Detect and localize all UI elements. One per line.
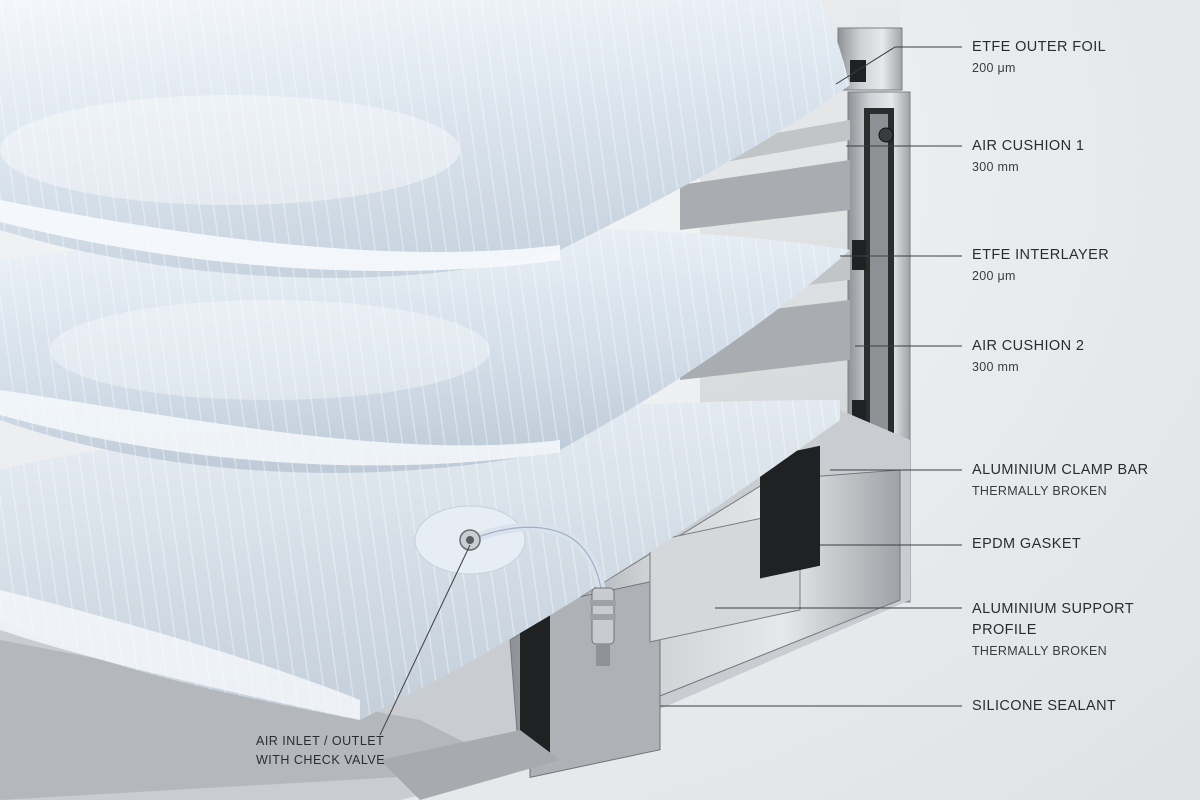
callout-epdm-gasket: EPDM GASKET [972, 534, 1081, 555]
etfe-interlayer [0, 227, 850, 473]
callout-air-inlet: AIR INLET / OUTLET WITH CHECK VALVE [256, 732, 385, 770]
leader-lines [379, 46, 962, 736]
callout-title: SILICONE SEALANT [972, 698, 1117, 714]
callout-aluminium-support-profile: ALUMINIUM SUPPORT PROFILE THERMALLY BROK… [972, 599, 1134, 661]
callout-subtitle: 300 mm [972, 160, 1019, 174]
callout-title: AIR CUSHION 1 [972, 138, 1085, 154]
callout-subtitle: 300 mm [972, 360, 1019, 374]
callout-title: ETFE INTERLAYER [972, 247, 1110, 263]
callout-title: EPDM GASKET [972, 536, 1082, 552]
callout-title: ALUMINIUM CLAMP BAR [972, 462, 1149, 478]
callout-etfe-interlayer: ETFE INTERLAYER 200 μm [972, 245, 1109, 286]
inlet-label-line-2: WITH CHECK VALVE [256, 753, 386, 767]
inlet-label-line-1: AIR INLET / OUTLET [256, 734, 385, 748]
callout-silicone-sealant: SILICONE SEALANT [972, 696, 1116, 717]
air-cushion-2 [0, 400, 840, 720]
callout-aluminium-clamp-bar: ALUMINIUM CLAMP BAR THERMALLY BROKEN [972, 460, 1149, 501]
callout-subtitle: 200 μm [972, 269, 1016, 283]
callout-air-cushion-1: AIR CUSHION 1 300 mm [972, 136, 1084, 177]
callout-title: AIR CUSHION 2 [972, 338, 1085, 354]
callout-subtitle: 200 μm [972, 61, 1016, 75]
leader-line-inlet [379, 544, 471, 736]
callout-title-line-2: PROFILE [972, 622, 1037, 638]
callout-air-cushion-2: AIR CUSHION 2 300 mm [972, 336, 1084, 377]
callout-title: ALUMINIUM SUPPORT [972, 601, 1135, 617]
callout-subtitle: THERMALLY BROKEN [972, 644, 1107, 658]
etfe-outer-foil [0, 0, 850, 278]
callout-title: ETFE OUTER FOIL [972, 39, 1107, 55]
air-inlet-valve [459, 522, 616, 666]
callout-etfe-outer-foil: ETFE OUTER FOIL 200 μm [972, 37, 1106, 78]
leader-line-outer-foil [835, 46, 896, 85]
callout-subtitle: THERMALLY BROKEN [972, 484, 1107, 498]
